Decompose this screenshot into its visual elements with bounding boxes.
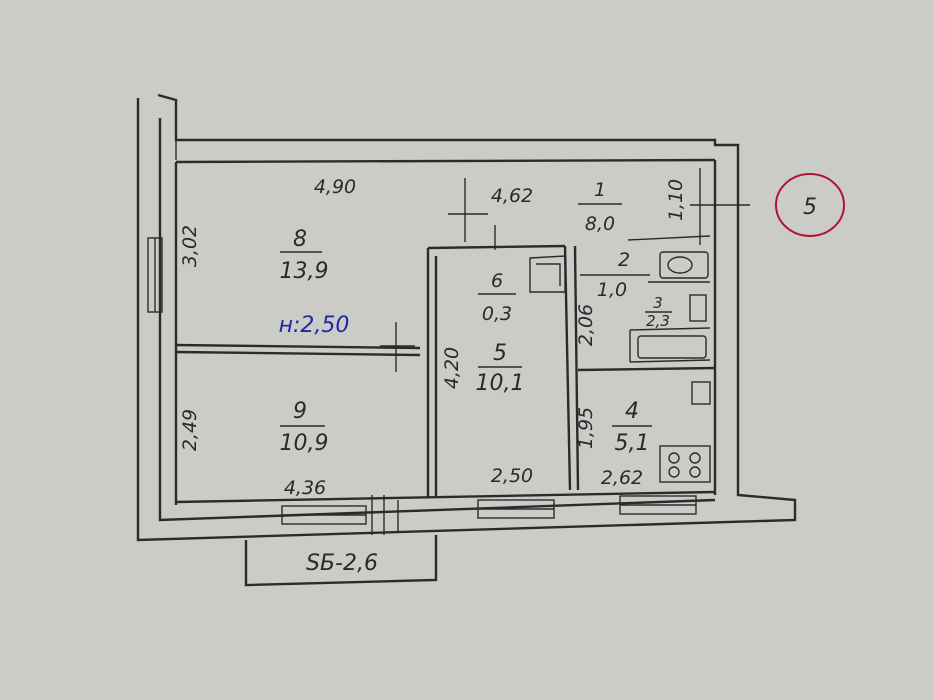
dimension-ticks (380, 168, 750, 372)
stove (659, 445, 711, 483)
room-1-area: 8,0 (585, 213, 615, 235)
room-9-id: 9 (293, 399, 307, 424)
windows (147, 237, 697, 535)
dim-room8-depth: 3,02 (179, 225, 201, 267)
room-labels: 8 13,9 9 10,9 6 0,3 5 10,1 1 8,0 2 1,0 3… (280, 179, 672, 456)
balcony-outline (244, 535, 438, 587)
outer-walls (136, 93, 797, 542)
dim-bath-depth: 2,06 (575, 304, 597, 346)
balcony-label: SБ-2,6 (306, 551, 378, 576)
toilet (689, 294, 707, 322)
bathtub (637, 335, 707, 359)
dim-kitchen-depth: 1,95 (575, 407, 597, 449)
room-3-id: 3 (653, 294, 663, 312)
room-3-area: 2,3 (646, 312, 670, 330)
room-8-area: 13,9 (280, 259, 329, 284)
dimension-labels: 4,90 3,02 2,49 4,36 4,62 1,10 4,20 2,50 … (179, 176, 687, 499)
sink (691, 381, 711, 405)
room-4-area: 5,1 (615, 431, 650, 456)
room-2-id: 2 (618, 249, 630, 271)
sheet-number: 5 (803, 195, 817, 220)
fixtures (637, 251, 711, 483)
room-5-id: 5 (493, 341, 507, 366)
interior-walls (174, 158, 717, 505)
dim-corridor-length: 4,62 (491, 185, 533, 207)
dim-room5-width: 2,50 (491, 465, 533, 487)
room-5-area: 10,1 (476, 371, 525, 396)
ceiling-height: н:2,50 (279, 313, 350, 338)
dim-room1-depth: 1,10 (665, 179, 687, 221)
room-1-id: 1 (594, 179, 606, 201)
washbasin (659, 251, 709, 279)
dim-kitchen-width: 2,62 (601, 467, 643, 489)
dim-room9-depth: 2,49 (179, 409, 201, 451)
room-9-area: 10,9 (280, 431, 329, 456)
room-8-id: 8 (293, 227, 307, 252)
dim-room9-width: 4,36 (284, 477, 326, 499)
room-2-area: 1,0 (597, 279, 627, 301)
room-4-id: 4 (625, 399, 639, 424)
dim-room5-depth: 4,20 (441, 347, 463, 389)
room-6-id: 6 (491, 270, 503, 292)
sheet-number-circle (775, 173, 845, 237)
room-6-area: 0,3 (482, 303, 512, 325)
dim-room8-width: 4,90 (314, 176, 356, 198)
